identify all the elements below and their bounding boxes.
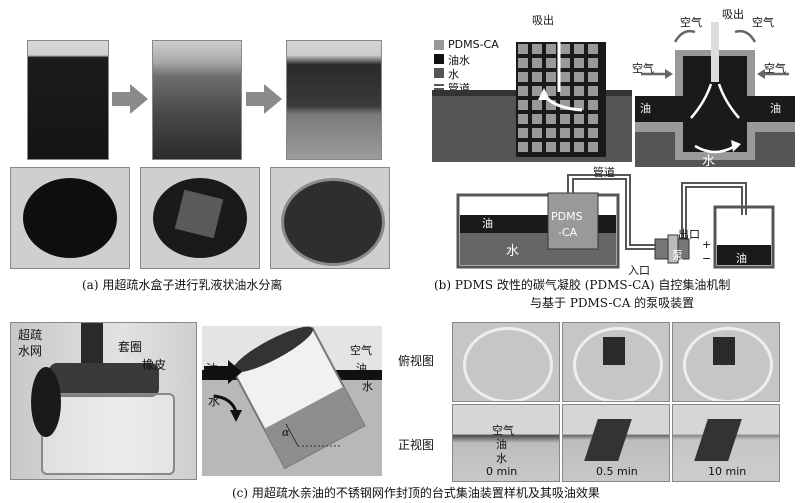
top-view-photo-05min (562, 322, 670, 402)
oil-label-left: 油 (640, 102, 651, 115)
schematic-water-flow-label: 水 (208, 394, 221, 408)
pdms-block-label-1: PDMS (551, 210, 583, 223)
arrow-right-icon (246, 84, 282, 114)
pump-label: 泵 (672, 249, 683, 262)
topview-photo-3 (270, 167, 390, 269)
inlet-label: 入口 (628, 264, 650, 277)
pdms-block-label-2: -CA (558, 226, 578, 239)
beaker-photo-emulsion (27, 40, 109, 160)
top-view-label: 俯视图 (398, 354, 435, 368)
right-mechanism-diagram (635, 22, 795, 167)
air-label-top-left: 空气 (680, 16, 702, 29)
device-photo (10, 322, 197, 480)
air-label-top-right: 空气 (752, 16, 774, 29)
time-label-05min: 0.5 min (596, 465, 638, 478)
air-label-left: 空气 (632, 62, 654, 75)
beaker-photo-separating (152, 40, 242, 160)
schematic-water-label: 水 (362, 380, 373, 393)
front-view-photo-0min (452, 404, 560, 482)
topview-photo-2 (140, 167, 260, 269)
outlet-label: 出口 (678, 228, 700, 241)
front-view-label: 正视图 (398, 438, 435, 452)
front-air-label: 空气 (492, 424, 514, 437)
right-suck-label: 吸出 (722, 8, 744, 21)
arrow-right-icon (112, 84, 148, 114)
panel-c-caption: (c) 用超疏水亲油的不锈钢网作封顶的台式集油装置样机及其吸油效果 (232, 486, 600, 500)
collected-oil-label: 油 (736, 252, 747, 265)
pipe-label: 管道 (593, 166, 615, 179)
oil-label-right: 油 (770, 102, 781, 115)
left-suck-label: 吸出 (532, 14, 554, 27)
panel-b-caption-line2: 与基于 PDMS-CA 的泵吸装置 (530, 296, 695, 310)
collar-label: 套圈 (118, 340, 143, 354)
pump-setup-diagram (456, 174, 775, 269)
front-view-photo-05min (562, 404, 670, 482)
schematic-air-label: 空气 (350, 344, 372, 357)
water-label-right: 水 (702, 154, 716, 169)
front-water-label: 水 (496, 452, 507, 465)
panel-b-caption-line1: (b) PDMS 改性的碳气凝胶 (PDMS-CA) 自控集油机制 (434, 278, 731, 292)
mesh-label-line1: 超疏 (18, 328, 43, 342)
top-view-photo-0min (452, 322, 560, 402)
top-view-photo-10min (672, 322, 780, 402)
legend-item-pdms: PDMS-CA (448, 38, 499, 51)
beaker-photo-separated (286, 40, 382, 160)
rubber-label: 橡皮 (142, 358, 167, 372)
left-mechanism-diagram (432, 22, 632, 162)
front-view-photo-10min (672, 404, 780, 482)
schematic-angle-label: α (282, 426, 290, 439)
pump-minus-label: − (702, 252, 712, 265)
schematic-oil-in-label: 油 (206, 362, 219, 376)
legend-item-water: 水 (448, 68, 459, 81)
front-oil-label: 油 (496, 438, 507, 451)
tilted-device-schematic (202, 326, 382, 476)
schematic-oil-label: 油 (356, 362, 367, 375)
legend-item-oil-water: 油水 (448, 54, 470, 67)
tank-water-label: 水 (506, 244, 520, 259)
time-label-0min: 0 min (486, 465, 518, 478)
air-label-right: 空气 (764, 62, 786, 75)
time-label-10min: 10 min (708, 465, 747, 478)
mesh-label-line2: 水网 (18, 344, 43, 358)
panel-a-caption: (a) 用超疏水盒子进行乳液状油水分离 (82, 278, 283, 292)
pump-plus-label: + (702, 238, 712, 251)
topview-photo-1 (10, 167, 130, 269)
tank-oil-label: 油 (482, 217, 493, 230)
